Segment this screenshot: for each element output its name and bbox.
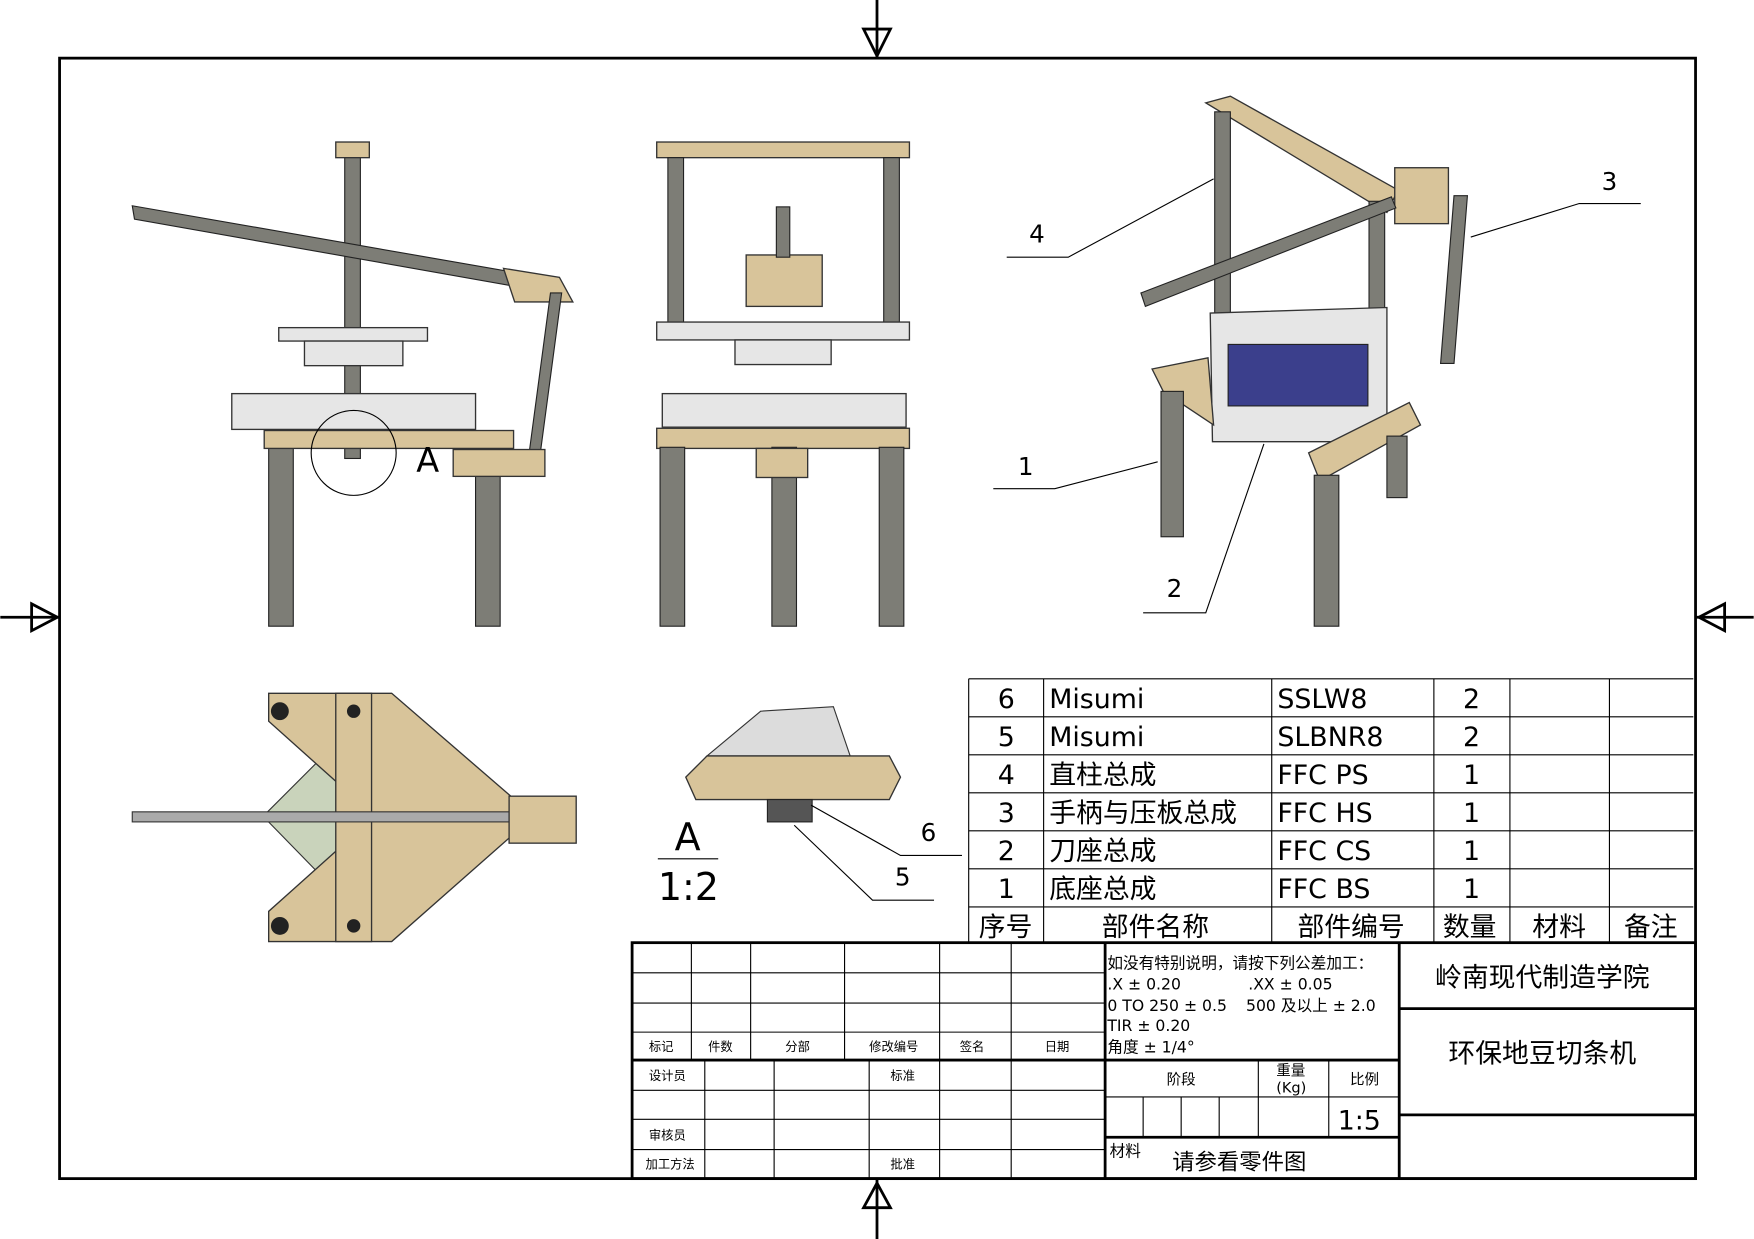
drawing-border <box>58 56 1697 1181</box>
bom-qty: 2 <box>1463 684 1480 715</box>
weight-unit: (Kg) <box>1276 1081 1306 1097</box>
bom-header-qty: 数量 <box>1443 912 1497 943</box>
label-designer: 设计员 <box>649 1069 686 1083</box>
title-block: 标记 件数 分部 修改编号 签名 日期 设计员 标准 审核员 加工方法 批准 如… <box>630 941 1697 1181</box>
bom-code: FFC CS <box>1277 836 1371 867</box>
bom-row: 2 刀座总成 FFC CS 1 <box>998 836 1480 867</box>
bom-row: 1 底座总成 FFC BS 1 <box>998 874 1480 905</box>
bom-name: Misumi <box>1049 684 1144 715</box>
bom-no: 3 <box>998 798 1015 829</box>
tolerance-x: .X ± 0.20 <box>1107 975 1181 994</box>
side-view <box>656 141 911 627</box>
bom-name: Misumi <box>1049 722 1144 753</box>
detail-scale: 1:2 <box>658 865 719 909</box>
bom-header-material: 材料 <box>1532 912 1586 943</box>
rev-header-mark: 标记 <box>649 1040 674 1054</box>
bom-name: 直柱总成 <box>1049 760 1156 791</box>
bom-name: 手柄与压板总成 <box>1049 798 1237 829</box>
tolerance-range1: 0 TO 250 ± 0.5 <box>1107 996 1227 1015</box>
rev-header-change: 修改编号 <box>869 1039 918 1054</box>
stage-label: 阶段 <box>1167 1072 1196 1089</box>
bom-qty: 1 <box>1463 798 1480 829</box>
rev-header-zone: 分部 <box>785 1039 810 1054</box>
label-standard: 标准 <box>890 1069 915 1083</box>
bom-table: 6 Misumi SSLW8 2 5 Misumi SLBNR8 2 4 直柱总… <box>968 678 1694 943</box>
front-view: A <box>131 141 574 627</box>
bom-row: 4 直柱总成 FFC PS 1 <box>998 760 1480 791</box>
bom-code: SLBNR8 <box>1277 722 1383 753</box>
bom-code: FFC BS <box>1277 874 1370 905</box>
bom-header: 序号 部件名称 部件编号 数量 材料 备注 <box>979 912 1678 943</box>
balloon-3: 3 <box>1602 167 1618 196</box>
tolerance-range2: 500 及以上 ± 2.0 <box>1246 996 1376 1015</box>
balloon-1: 1 <box>1018 452 1034 481</box>
label-reviewer: 审核员 <box>649 1127 686 1142</box>
bom-qty: 1 <box>1463 760 1480 791</box>
ratio-label: 比例 <box>1350 1072 1379 1089</box>
bom-qty: 1 <box>1463 836 1480 867</box>
detail-marker-a: A <box>416 441 439 480</box>
balloon-5: 5 <box>895 863 911 892</box>
rev-header-sign: 签名 <box>960 1039 985 1054</box>
detail-label: A <box>675 815 701 859</box>
material-value: 请参看零件图 <box>1172 1150 1306 1176</box>
drawing-title: 环保地豆切条机 <box>1448 1038 1636 1069</box>
institution-name: 岭南现代制造学院 <box>1435 962 1650 993</box>
bom-qty: 1 <box>1463 874 1480 905</box>
scale-value: 1:5 <box>1338 1105 1381 1136</box>
bom-no: 2 <box>998 836 1015 867</box>
detail-view-a: A 1:2 <box>657 706 902 909</box>
rev-header-date: 日期 <box>1045 1040 1070 1054</box>
label-process: 加工方法 <box>646 1157 695 1172</box>
label-approve: 批准 <box>890 1157 915 1172</box>
bom-name: 底座总成 <box>1049 874 1156 905</box>
tolerance-tir: TIR ± 0.20 <box>1106 1016 1190 1035</box>
balloon-4: 4 <box>1029 220 1045 249</box>
balloon-2: 2 <box>1167 574 1183 603</box>
bom-code: FFC HS <box>1277 798 1372 829</box>
bom-header-remark: 备注 <box>1624 912 1678 943</box>
weight-label: 重量 <box>1276 1063 1305 1080</box>
bom-code: SSLW8 <box>1277 684 1367 715</box>
top-view <box>131 692 577 943</box>
material-label: 材料 <box>1110 1141 1142 1160</box>
bom-row: 3 手柄与压板总成 FFC HS 1 <box>998 798 1480 829</box>
bom-no: 1 <box>998 874 1015 905</box>
tolerance-note: 如没有特别说明，请按下列公差加工： <box>1107 953 1373 972</box>
bom-header-name: 部件名称 <box>1102 912 1209 943</box>
tolerance-angle: 角度 ± 1/4° <box>1107 1037 1194 1056</box>
tolerance-xx: .XX ± 0.05 <box>1248 975 1332 994</box>
bom-row: 6 Misumi SSLW8 2 <box>998 684 1480 715</box>
isometric-view <box>1140 95 1469 627</box>
bom-name: 刀座总成 <box>1049 836 1156 867</box>
rev-header-count: 件数 <box>708 1039 733 1054</box>
bom-header-code: 部件编号 <box>1297 912 1404 943</box>
bom-code: FFC PS <box>1277 760 1368 791</box>
bom-no: 6 <box>998 684 1015 715</box>
bom-qty: 2 <box>1463 722 1480 753</box>
bom-no: 4 <box>998 760 1015 791</box>
bom-header-no: 序号 <box>979 912 1033 943</box>
callouts: 1 2 3 4 5 6 <box>793 167 1641 901</box>
bom-row: 5 Misumi SLBNR8 2 <box>998 722 1480 753</box>
balloon-6: 6 <box>921 818 937 847</box>
bom-no: 5 <box>998 722 1015 753</box>
